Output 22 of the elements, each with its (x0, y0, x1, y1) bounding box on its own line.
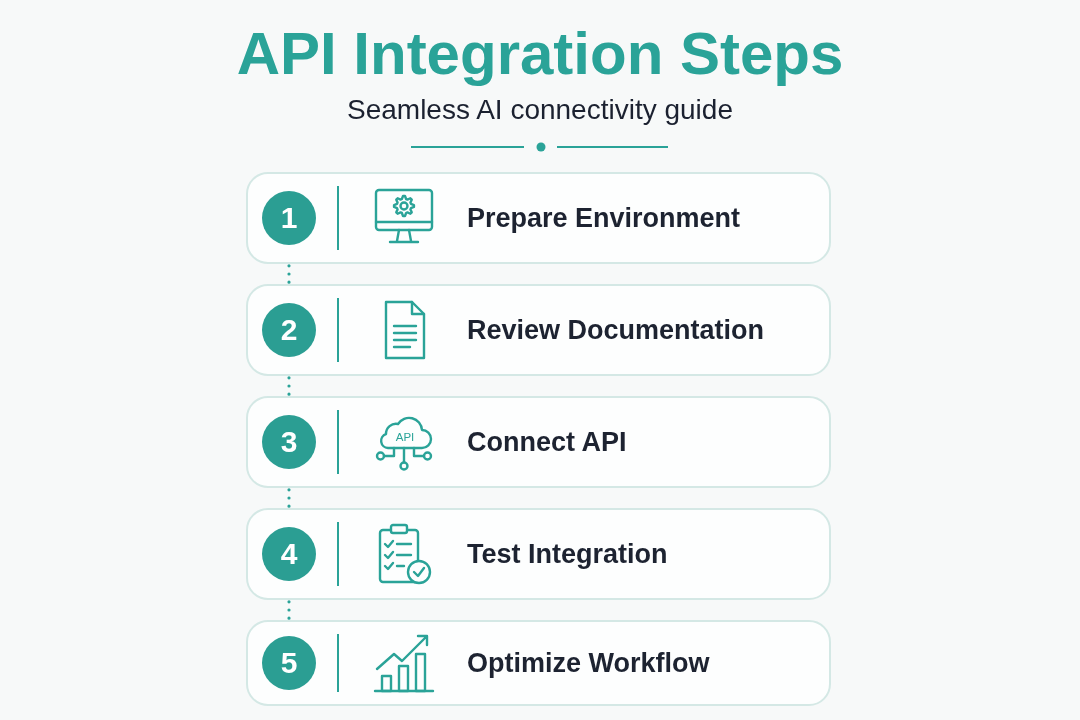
step-title: Prepare Environment (467, 202, 741, 234)
dotted-connector (287, 264, 291, 284)
step-title: Review Documentation (467, 314, 765, 346)
step-card (246, 396, 831, 488)
title: API Integration Steps (236, 24, 844, 84)
dotted-connector (287, 600, 291, 620)
step-number-badge: 5 (262, 636, 316, 690)
dotted-connector (287, 488, 291, 508)
step-card (246, 508, 831, 600)
step-title: Test Integration (467, 538, 668, 570)
dotted-connector (287, 376, 291, 396)
step-number-badge: 1 (262, 191, 316, 245)
icon-text: API (395, 431, 415, 443)
subtitle: Seamless AI connectivity guide (347, 96, 733, 124)
step-title: Optimize Workflow (467, 647, 710, 679)
step-title: Connect API (467, 426, 627, 458)
step-number-badge: 3 (262, 415, 316, 469)
step-card (246, 620, 831, 706)
step-number-badge: 2 (262, 303, 316, 357)
step-card (246, 172, 831, 264)
step-card (246, 284, 831, 376)
step-number-badge: 4 (262, 527, 316, 581)
